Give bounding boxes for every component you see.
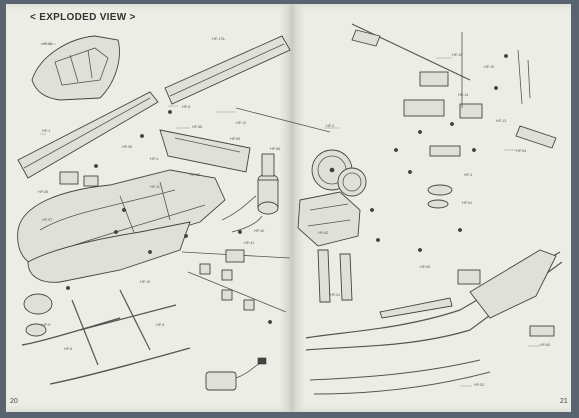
callout: HP-52 xyxy=(474,383,484,387)
callout: HP-55 xyxy=(122,145,132,149)
servo-mount-left xyxy=(317,249,331,303)
landing-skid xyxy=(21,317,121,346)
callout: HP-4 xyxy=(150,157,158,161)
callout: HP-57 xyxy=(42,218,52,222)
callout-labels: HP-56 HP-1 HP-17A HP-8 HP-58 HP-59 HP-55… xyxy=(38,37,550,387)
swashplate xyxy=(427,184,453,196)
page-number-right: 21 xyxy=(560,398,568,405)
callout: HP-17A xyxy=(212,37,225,41)
servo-box-2 xyxy=(83,175,99,187)
callout: HP-56 xyxy=(270,147,280,151)
motor-top xyxy=(261,153,275,177)
callout: HP-55 xyxy=(38,190,48,194)
vertical-fin xyxy=(469,249,557,319)
fuselage-body xyxy=(17,169,226,269)
callout: HP-41 xyxy=(244,241,254,245)
page-number-left: 20 xyxy=(10,398,18,405)
callout: HP-53 xyxy=(190,173,200,177)
rotor-head xyxy=(419,71,449,87)
servo-box-1 xyxy=(59,171,79,185)
main-shaft xyxy=(351,23,471,81)
callout: HP-5 xyxy=(156,323,164,327)
callout: HP-14 xyxy=(458,93,468,97)
callout: HP-59 xyxy=(230,137,240,141)
callout: HP-6 xyxy=(64,347,72,351)
screw-set-left xyxy=(66,110,272,324)
lower-fuselage xyxy=(27,221,191,283)
callout: HP-60 xyxy=(540,343,550,347)
battery-pack xyxy=(205,371,237,391)
tail-boom xyxy=(305,251,561,339)
wiring-harness xyxy=(221,195,257,221)
main-blade-left xyxy=(17,91,159,179)
callout: HP-9 xyxy=(42,323,50,327)
page-title: < EXPLODED VIEW > xyxy=(30,12,136,23)
screw-set-right xyxy=(370,54,508,252)
callout: HP-51 xyxy=(330,293,340,297)
canopy-part xyxy=(31,35,120,101)
stabilizer-wing xyxy=(159,129,251,173)
callout: HP-2 xyxy=(326,124,334,128)
callout: HP-54 xyxy=(516,149,526,153)
callout: HP-1 xyxy=(42,129,50,133)
callout: HP-50 xyxy=(420,265,430,269)
page-gutter xyxy=(288,4,296,412)
callout: HP-61 xyxy=(462,201,472,205)
tail-gearbox xyxy=(457,269,481,285)
callout: HP-10 xyxy=(140,280,150,284)
callout: HP-13 xyxy=(496,119,506,123)
callout: HP-12 xyxy=(236,121,246,125)
tail-cone xyxy=(23,293,53,315)
leader-lines xyxy=(40,43,540,387)
callout: HP-62 xyxy=(318,231,328,235)
flybar-paddle-right xyxy=(515,125,557,149)
callout: HP-11 xyxy=(150,185,160,189)
main-frame xyxy=(297,191,361,247)
callout: HP-56 xyxy=(42,42,52,46)
callout: HP-16 xyxy=(452,53,462,57)
callout: HP-8 xyxy=(182,105,190,109)
servo-mount-right xyxy=(339,253,353,301)
callout: HP-3 xyxy=(464,173,472,177)
callout: HP-15 xyxy=(484,65,494,69)
callout: HP-58 xyxy=(192,125,202,129)
tail-boom-blade xyxy=(379,297,453,319)
flybar-paddle-left xyxy=(351,29,381,47)
callout: HP-40 xyxy=(254,229,264,233)
